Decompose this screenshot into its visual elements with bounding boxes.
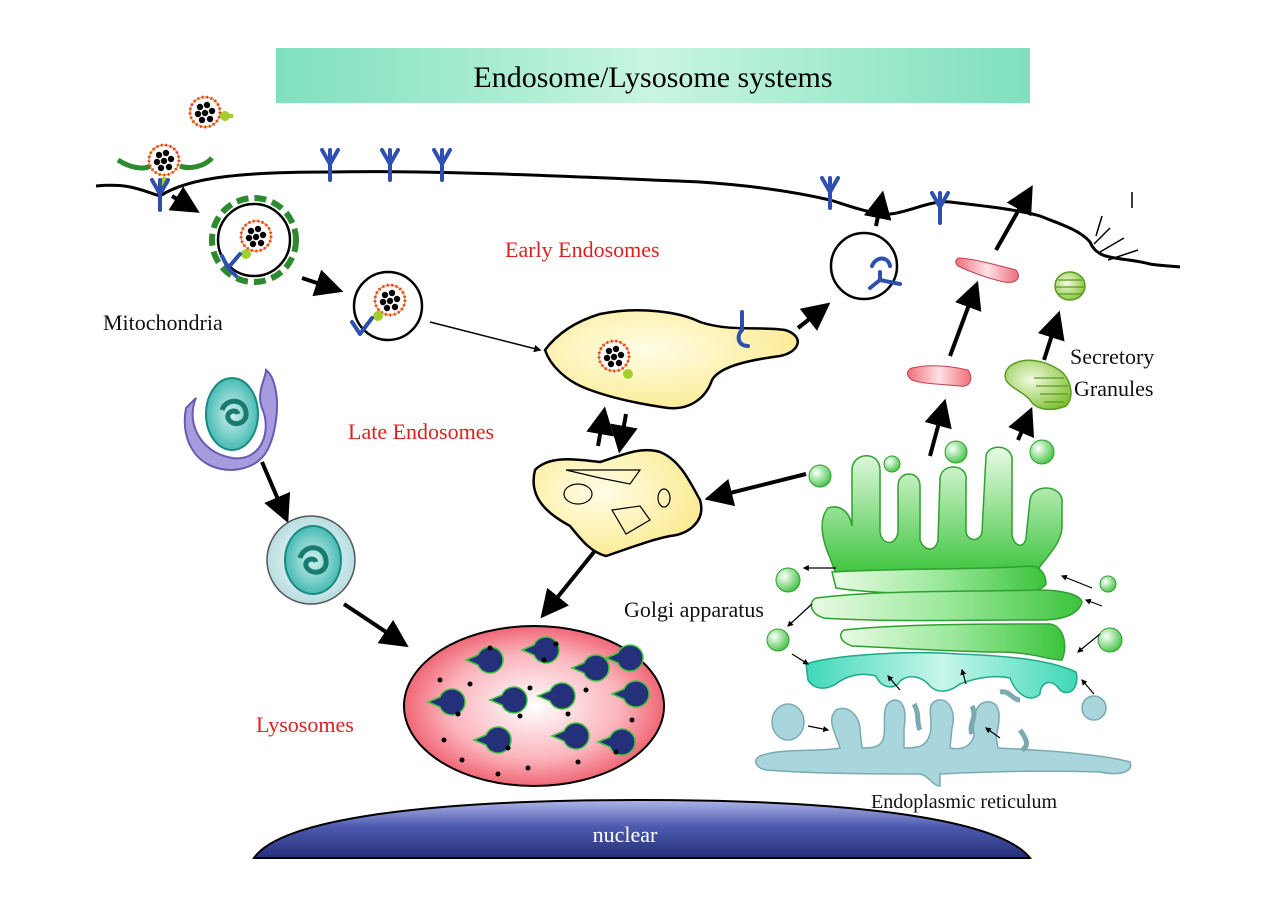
endoplasmic-reticulum — [755, 668, 1132, 787]
label-late-endosomes: Late Endosomes — [348, 419, 494, 444]
label-lysosomes: Lysosomes — [256, 712, 354, 737]
diagram-title: Endosome/Lysosome systems — [473, 61, 832, 94]
title-banner: Endosome/Lysosome systems — [276, 48, 1030, 103]
nuclear-label: nuclear — [593, 822, 658, 847]
uncoated-vesicle-icon — [350, 270, 424, 342]
early-endosome — [543, 309, 799, 410]
label-granules: Granules — [1074, 376, 1153, 401]
nucleus: nuclear — [252, 798, 1033, 859]
late-endosome — [532, 448, 703, 558]
label-mitochondria: Mitochondria — [103, 310, 223, 335]
label-secretory: Secretory — [1070, 344, 1154, 369]
surface-receptors — [320, 148, 950, 225]
recycling-vesicle-icon — [829, 231, 902, 301]
autophagosome-icon — [266, 515, 356, 605]
coated-vesicle-icon — [209, 195, 299, 285]
virus-binding-site-icon — [116, 143, 214, 213]
autophagosome-formation-icon — [183, 368, 278, 472]
golgi-apparatus — [766, 439, 1123, 699]
free-virus-icon — [188, 95, 233, 129]
label-golgi-apparatus: Golgi apparatus — [624, 597, 764, 622]
secretory-pathway — [907, 185, 1139, 457]
label-endoplasmic-reticulum: Endoplasmic reticulum — [871, 791, 1058, 813]
lysosome — [403, 625, 665, 787]
label-early-endosomes: Early Endosomes — [505, 237, 660, 262]
